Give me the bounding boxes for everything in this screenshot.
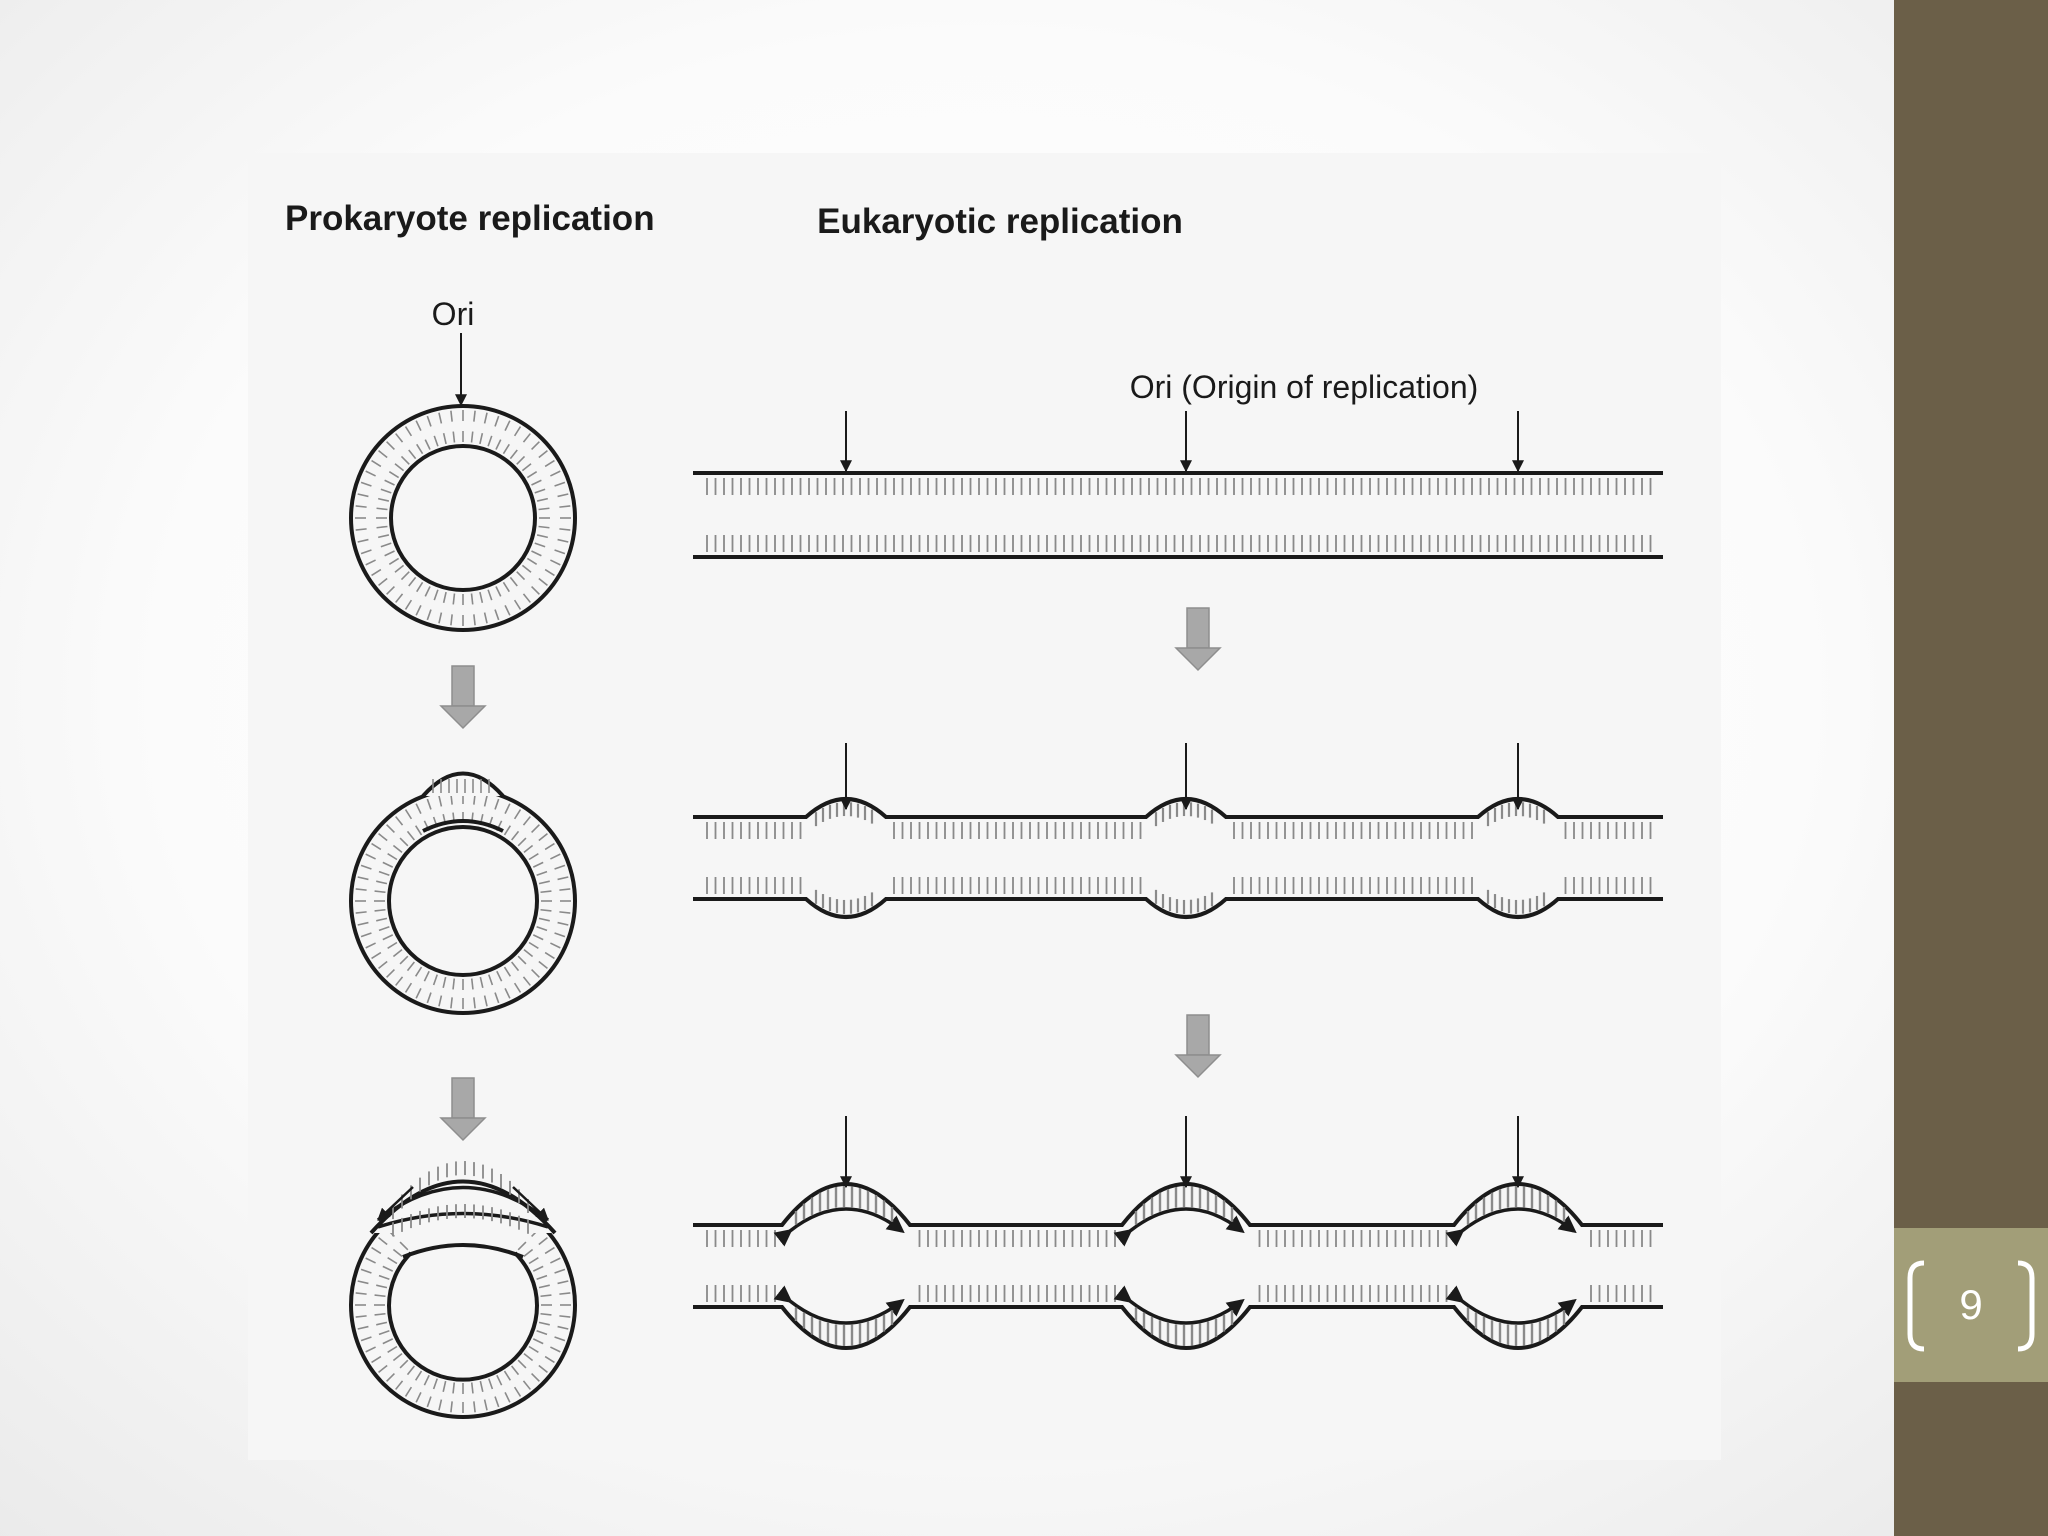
stage-3-new-bottom-strand-2 [1113,1285,1245,1325]
prokaryote-stage-1 [349,333,577,632]
stage-3-new-top-strand-1 [773,1207,905,1247]
prokaryote-panel [349,333,577,1419]
prokaryote-ori-label: Ori [432,296,475,332]
circle-1-inner-strand [389,444,537,592]
prokaryote-stage-2 [349,771,577,1015]
prokaryote-step-arrow-2 [439,1077,487,1142]
page-number-tab: 9 [1894,1228,2048,1382]
eukaryote-stage-1 [693,411,1663,559]
strand-hatching [706,478,1652,495]
eukaryote-title: Eukaryotic replication [817,202,1183,241]
stage-2-bottom-strand [693,897,1663,919]
eukaryote-stage-2 [693,743,1663,919]
circle-3-inner-strand [387,1251,539,1382]
prokaryote-title: Prokaryote replication [285,199,655,238]
circle-3-fork-left [377,1186,414,1221]
circle-3-hatching [355,1228,571,1413]
stage-3-new-top-strand-2 [1113,1207,1245,1247]
circle-3-fork-right [512,1186,549,1221]
circle-2-bubble-bottom [422,819,504,833]
strand-hatching [706,822,1652,839]
stage-3-new-top-strand-3 [1445,1207,1577,1247]
stage-3-top-strand [693,1182,1663,1227]
circle-2-inner-strand [387,825,539,977]
page-number: 9 [1959,1281,1983,1328]
eukaryote-step-arrow-2 [1174,1014,1222,1079]
circle-2-bubble-hatching [432,779,490,793]
circle-2-bubble-top [421,771,505,798]
prokaryote-stage-3 [349,1161,577,1419]
replication-figure: Prokaryote replication Eukaryotic replic… [248,153,1721,1460]
replication-diagram: Prokaryote replication Eukaryotic replic… [285,199,1663,1419]
eukaryote-stage-3 [693,1116,1663,1350]
eukaryote-ori-label: Ori (Origin of replication) [1130,369,1479,405]
eukaryote-step-arrow-1 [1174,607,1222,672]
stage-3-bottom-strand [693,1305,1663,1350]
stage-3-new-bottom-strand-1 [773,1285,905,1325]
strand-hatching [706,877,1652,894]
page-number-brackets [1907,1260,2035,1352]
prokaryote-step-arrow-1 [439,665,487,730]
eukaryote-panel [693,411,1663,1350]
circle-1-hatching [355,410,571,626]
strand-hatching [706,1285,1652,1302]
strand-hatching [706,535,1652,552]
stage-3-bubble-hatching [794,1186,1566,1346]
strand-hatching [706,1230,1652,1247]
circle-3-bubble-inner [402,1243,524,1259]
stage-3-new-bottom-strand-3 [1445,1285,1577,1325]
